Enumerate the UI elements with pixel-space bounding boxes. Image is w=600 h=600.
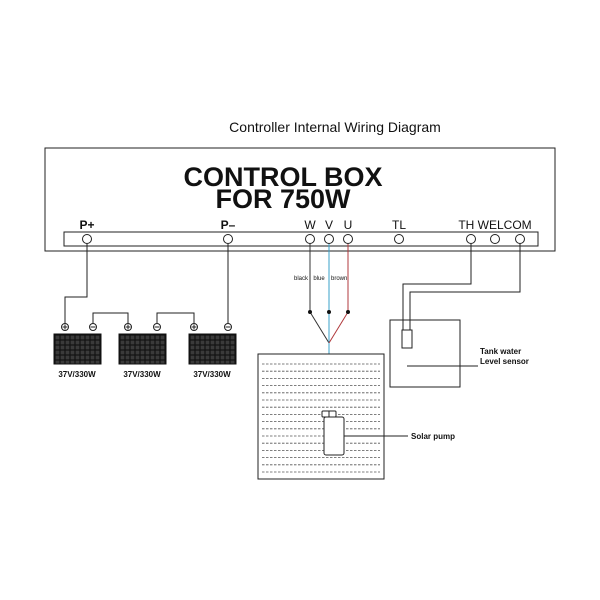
panel2-minus-icon (153, 323, 161, 331)
panel1-plus-icon (61, 323, 69, 331)
panel1-minus-icon (89, 323, 97, 331)
terminal-p-plus (82, 234, 92, 244)
solar-panel-1-label: 37V/330W (58, 370, 96, 379)
wire-label-blue: blue (313, 276, 325, 282)
terminal-label-p-minus: P– (221, 218, 236, 232)
solar-panel-3-icon (188, 333, 237, 365)
terminal-label-w: W (304, 218, 316, 232)
diagram-title: Controller Internal Wiring Diagram (229, 119, 441, 135)
terminal-w (305, 234, 315, 244)
level-sensor-icon (401, 329, 413, 349)
panel-terminal-symbols (61, 323, 232, 331)
terminal-wel (490, 234, 500, 244)
terminal-screws (82, 234, 525, 244)
wire-black-junction (308, 310, 312, 314)
solar-pump-icon (321, 410, 345, 456)
wire-brown (328, 244, 349, 344)
wire-blue-junction (327, 310, 331, 314)
solar-panel-2-icon (118, 333, 167, 365)
solar-panel-1-icon (53, 333, 102, 365)
terminal-label-p-plus: P+ (79, 218, 94, 232)
terminal-p-minus (223, 234, 233, 244)
terminal-label-th-welcom: TH WELCOM (458, 218, 531, 232)
terminal-label-u: U (344, 218, 353, 232)
solar-panel-3-label: 37V/330W (193, 370, 231, 379)
terminal-strip (63, 231, 539, 247)
terminal-com (515, 234, 525, 244)
terminal-tl (394, 234, 404, 244)
well (257, 353, 385, 480)
terminal-th (466, 234, 476, 244)
sensor-wire-th (402, 244, 472, 332)
control-box-title-line1: CONTROL BOX (183, 162, 382, 192)
pump-label: Solar pump (411, 432, 455, 441)
tank-sensor-label-line1: Tank water (480, 347, 521, 356)
panel2-plus-icon (124, 323, 132, 331)
terminal-v (324, 234, 334, 244)
wire-black (309, 244, 330, 344)
tank-sensor-label-line2: Level sensor (480, 357, 529, 366)
sensor-wire-com (409, 244, 521, 332)
terminal-label-v: V (325, 218, 333, 232)
water-lines (262, 363, 380, 473)
panel3-plus-icon (190, 323, 198, 331)
panel-wiring (64, 244, 229, 324)
terminal-label-tl: TL (392, 218, 406, 232)
wire-label-black: black (294, 276, 309, 282)
water-tank (389, 319, 461, 388)
wire-brown-junction (346, 310, 350, 314)
terminal-u (343, 234, 353, 244)
solar-panel-2-label: 37V/330W (123, 370, 161, 379)
control-box-frame (44, 147, 556, 252)
control-box-title-line2: FOR 750W (215, 184, 351, 214)
panel3-minus-icon (224, 323, 232, 331)
wire-label-brown: brown (331, 276, 347, 282)
